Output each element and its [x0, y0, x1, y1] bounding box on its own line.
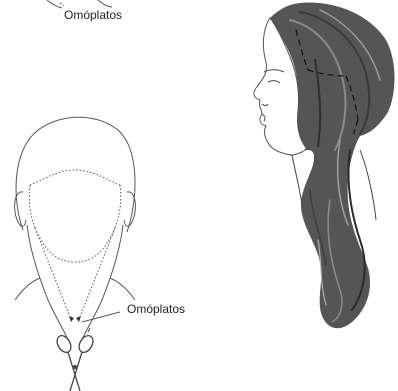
hairline-dotted — [30, 170, 120, 185]
nape-dotted — [35, 228, 115, 262]
head-outline — [16, 117, 135, 232]
guide-dotted-right — [78, 228, 115, 322]
neck-right — [82, 225, 123, 340]
pointer-line — [82, 312, 120, 322]
side-dotted-right — [115, 185, 121, 228]
shoulder-left — [15, 278, 40, 300]
shoulder-blades-label: Omóplatos — [127, 302, 185, 316]
shoulder-right — [110, 278, 135, 300]
back-head-diagram — [15, 117, 136, 340]
side-dotted-left — [29, 185, 35, 228]
profile-portrait — [254, 3, 395, 329]
shoulder-back — [360, 150, 376, 220]
right-ear — [124, 192, 135, 226]
top-shoulder-outline — [47, 0, 112, 8]
guide-arrows — [69, 316, 81, 322]
neck-line — [292, 155, 302, 205]
shoulder-blades-label-top: Omóplatos — [64, 8, 122, 22]
neck-left — [27, 225, 68, 340]
guide-dotted-left — [35, 228, 72, 322]
scissors-icon — [54, 328, 95, 391]
